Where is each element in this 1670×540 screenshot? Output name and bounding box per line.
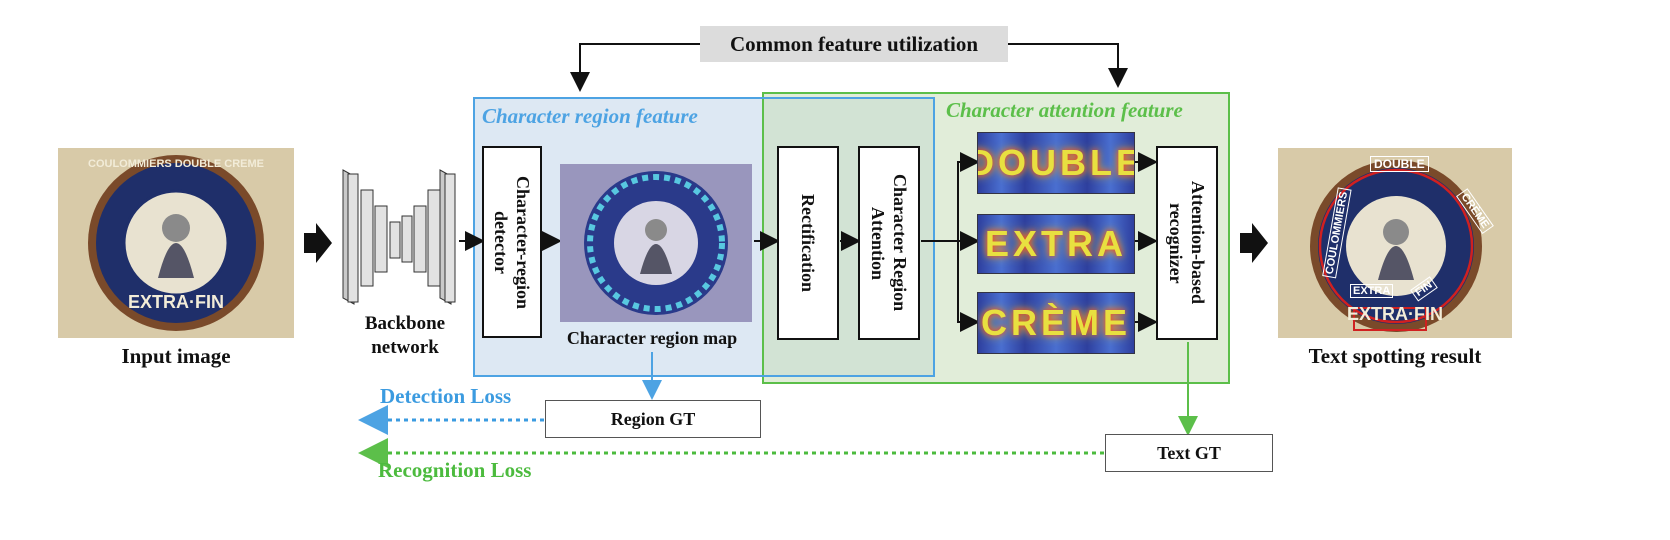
- attention-crop-double-text: DOUBLE: [977, 142, 1134, 183]
- arrow-split-top: [957, 152, 980, 241]
- output-image-bottom-text: EXTRA·FIN: [1347, 304, 1443, 324]
- common-feature-line-right: [1008, 43, 1128, 88]
- attention-recognizer-label: Attention-based recognizer: [1166, 181, 1208, 305]
- output-det-double: DOUBLE: [1370, 156, 1429, 172]
- attention-crop-extra: EXTRA: [977, 214, 1135, 274]
- attention-crop-double: DOUBLE: [977, 132, 1135, 194]
- region-map-plate-icon: [560, 164, 752, 322]
- input-image-plate-icon: [58, 148, 294, 338]
- text-gt-box: Text GT: [1105, 434, 1273, 472]
- output-image: [1278, 148, 1512, 338]
- character-region-attention-label: Character Region Attention: [868, 174, 910, 312]
- common-feature-line-left: [570, 43, 700, 92]
- region-gt-box: Region GT: [545, 400, 761, 438]
- attention-recognizer-box: Attention-based recognizer: [1156, 146, 1218, 340]
- arrow-split-bot: [957, 241, 980, 332]
- output-arrow: [1240, 223, 1268, 263]
- input-image: [58, 148, 294, 338]
- input-image-label: Input image: [121, 344, 231, 368]
- character-region-detector-label: Character-region detector: [491, 175, 533, 309]
- attention-crop-creme: CRÈME: [977, 292, 1135, 354]
- attention-crop-extra-text: EXTRA: [984, 223, 1127, 264]
- rectification-box: Rectification: [777, 146, 839, 340]
- recognition-loss-label: Recognition Loss: [378, 458, 532, 482]
- input-arrow: [304, 223, 332, 263]
- rectification-label: Rectification: [798, 194, 818, 292]
- character-region-title: Character region feature: [482, 104, 698, 128]
- backbone-label: Backbone network: [364, 313, 446, 358]
- output-image-plate-icon: [1278, 148, 1512, 338]
- character-region-attention-box: Character Region Attention: [858, 146, 920, 340]
- detection-loss-label: Detection Loss: [380, 384, 512, 408]
- input-image-bottom-text: EXTRA·FIN: [128, 292, 224, 312]
- output-det-extra: EXTRA: [1350, 284, 1394, 298]
- character-region-detector-box: Character-region detector: [482, 146, 542, 338]
- input-image-top-text: COULOMMIERS DOUBLE CREME: [88, 158, 264, 170]
- output-image-label: Text spotting result: [1308, 344, 1482, 368]
- common-feature-label: Common feature utilization: [700, 26, 1008, 62]
- character-region-map-label: Character region map: [566, 328, 738, 348]
- backbone-network-icon: [342, 169, 456, 305]
- character-region-map-image: [560, 164, 752, 322]
- character-attention-title: Character attention feature: [946, 98, 1183, 122]
- attention-crop-creme-text: CRÈME: [980, 302, 1131, 343]
